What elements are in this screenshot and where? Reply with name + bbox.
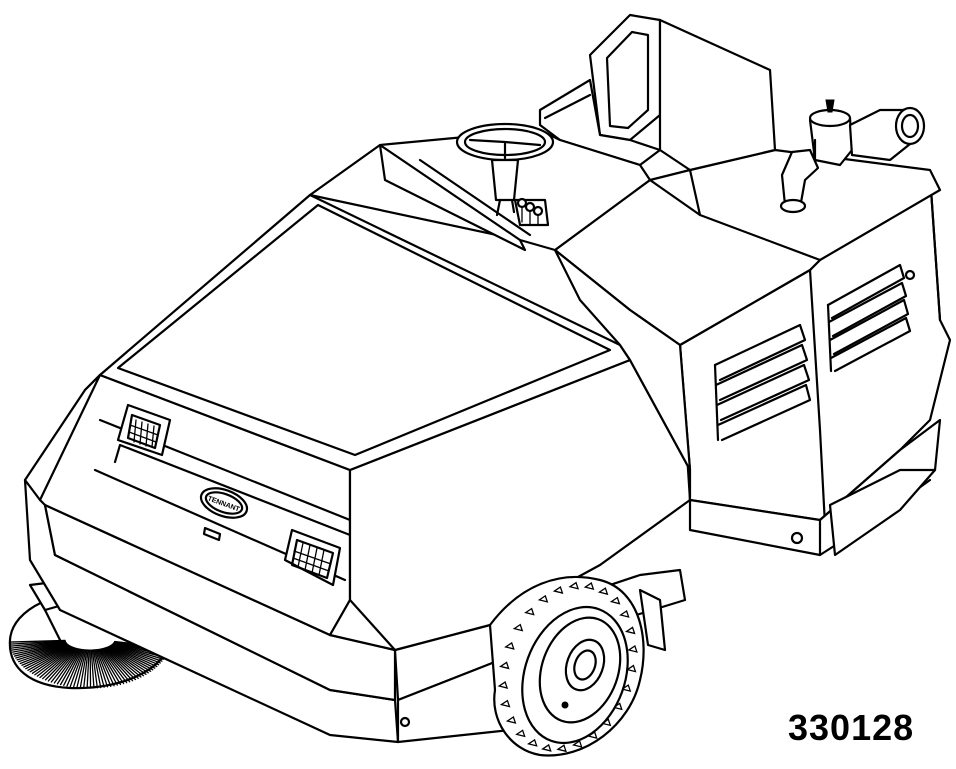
rear-step	[828, 468, 937, 557]
louvers-right	[826, 263, 912, 373]
operator-seat	[538, 13, 777, 172]
sweeper-body: TENNANT	[23, 193, 692, 744]
front-light-right	[283, 528, 342, 587]
brand-logo: TENNANT	[199, 487, 249, 542]
figure-number: 330128	[788, 707, 915, 748]
louvers-left	[713, 323, 812, 442]
control-levers	[513, 197, 550, 227]
front-light-left	[116, 403, 172, 457]
front-wheel	[488, 575, 667, 757]
air-intake	[779, 99, 926, 214]
steering-console	[308, 122, 652, 252]
